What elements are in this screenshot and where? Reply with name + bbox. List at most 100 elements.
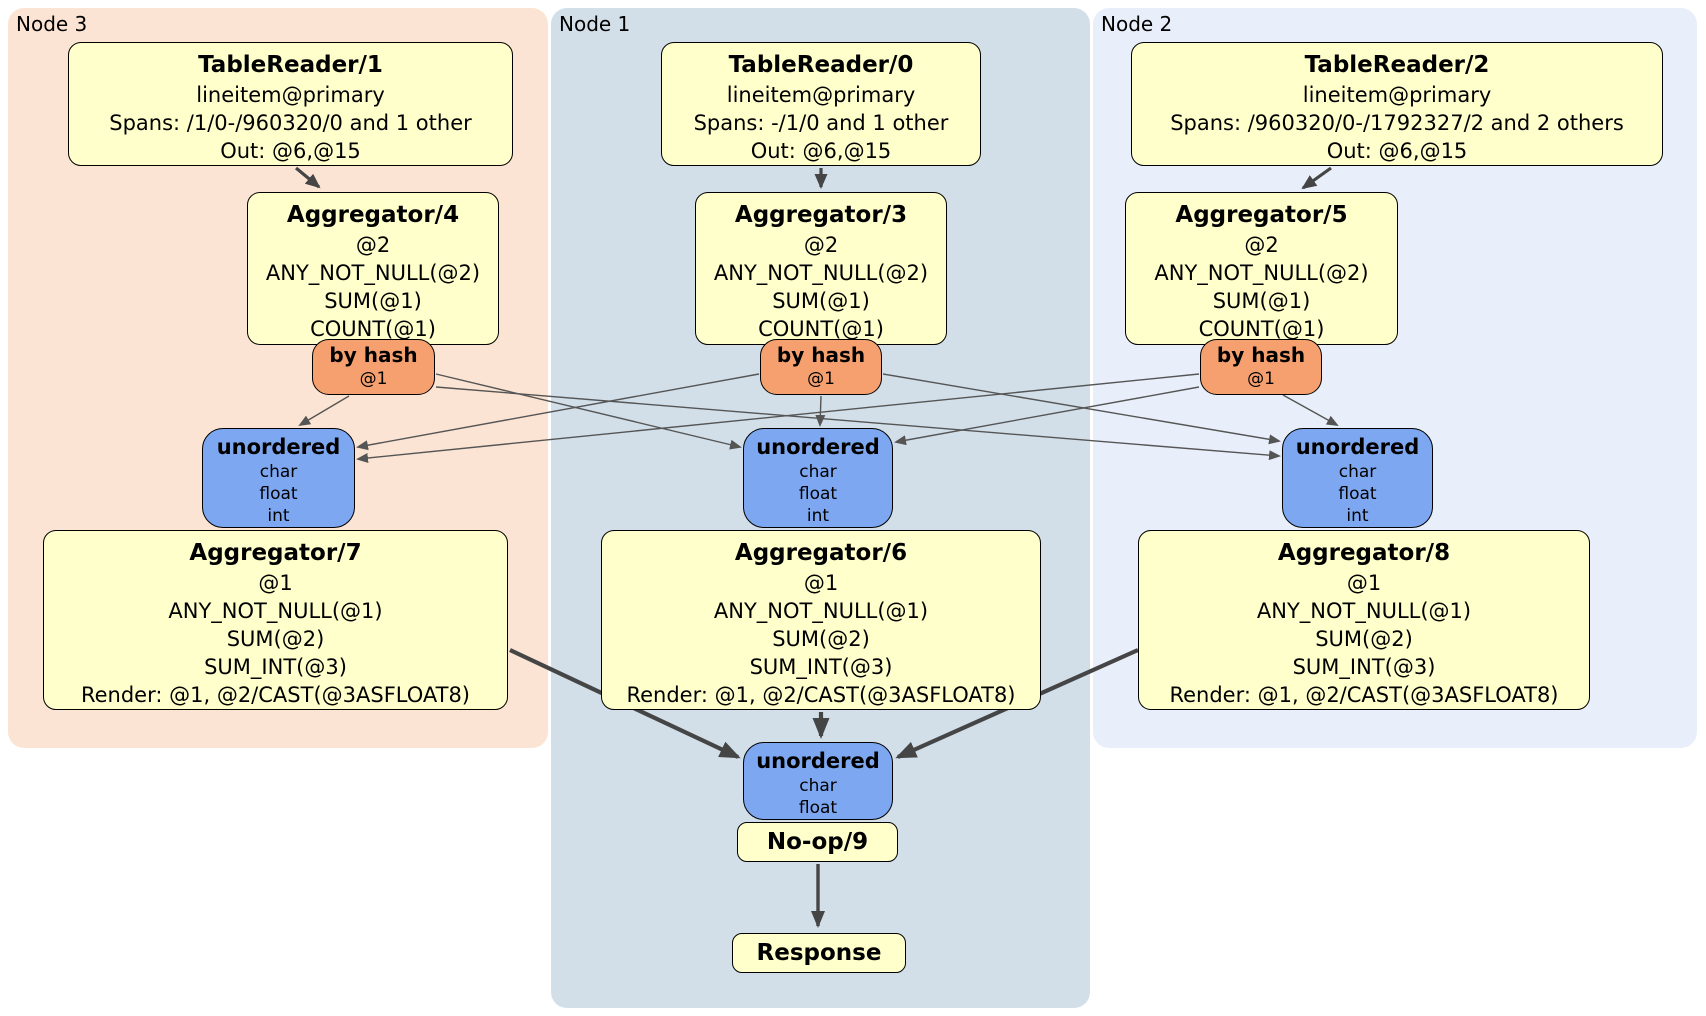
edge-hash1-sync2 <box>882 373 1281 445</box>
processor-detail-line: char <box>799 776 837 796</box>
processor-detail-line: @2 <box>1244 233 1279 257</box>
processor-title: unordered <box>216 435 341 459</box>
processor-detail-line: float <box>798 484 838 504</box>
edge-hash1-sync1 <box>815 395 826 427</box>
processor-detail-line: char <box>1338 462 1377 482</box>
processor-detail-line: @1 <box>1247 369 1275 389</box>
processor-detail-line: ANY_NOT_NULL(@1) <box>168 599 383 623</box>
processor-detail-line: ANY_NOT_NULL(@2) <box>1154 261 1369 285</box>
processor-title: unordered <box>756 749 880 773</box>
processor-detail-line: SUM_INT(@3) <box>204 655 347 679</box>
processor-title: Aggregator/8 <box>1277 540 1451 566</box>
processor-detail-line: Out: @6,@15 <box>220 139 361 163</box>
processor-detail-line: @1 <box>807 369 835 389</box>
processor-detail-line: int <box>1346 506 1369 526</box>
processor-title: TableReader/2 <box>1304 52 1490 78</box>
node-region-label: Node 2 <box>1101 12 1173 36</box>
processor-detail-line: float <box>798 798 838 818</box>
processor-router-hash-node2: by hash@1 <box>1200 339 1322 395</box>
processor-detail-line: Spans: /1/0-/960320/0 and 1 other <box>109 111 472 135</box>
processor-detail-line: int <box>267 506 290 526</box>
processor-detail-line: ANY_NOT_NULL(@2) <box>265 261 481 285</box>
processor-router-hash-node1: by hash@1 <box>760 339 882 395</box>
processor-router-hash-node3: by hash@1 <box>312 339 435 395</box>
edge-tr1-agg4 <box>294 166 321 189</box>
processor-detail-line: SUM_INT(@3) <box>749 655 893 679</box>
edge-hash1-sync3 <box>356 373 760 451</box>
processor-title: TableReader/1 <box>198 52 383 78</box>
processor-detail-line: @1 <box>359 369 388 389</box>
edge-tr2-agg5 <box>1301 166 1332 190</box>
processor-detail-line: SUM(@1) <box>324 289 422 313</box>
processor-detail-line: @2 <box>803 233 839 257</box>
processor-detail-line: SUM(@2) <box>226 627 325 651</box>
processor-detail-line: Spans: -/1/0 and 1 other <box>693 111 949 135</box>
processor-detail-line: ANY_NOT_NULL(@1) <box>713 599 929 623</box>
processor-detail-line: Out: @6,@15 <box>1326 139 1468 163</box>
processor-title: Aggregator/3 <box>734 202 908 228</box>
processor-title: unordered <box>756 435 880 459</box>
processor-detail-line: @2 <box>355 233 391 257</box>
processor-detail-line: ANY_NOT_NULL(@2) <box>713 261 929 285</box>
processor-title: TableReader/0 <box>728 52 914 78</box>
processor-detail-line: Out: @6,@15 <box>750 139 892 163</box>
processor-title: Aggregator/7 <box>189 540 362 566</box>
node-region-label: Node 1 <box>559 12 631 36</box>
edge-hash2-sync3 <box>356 373 1200 463</box>
processor-detail-line: char <box>799 462 837 482</box>
edge-hash3-sync3 <box>298 395 350 427</box>
processor-title: by hash <box>776 343 866 367</box>
processor-detail-line: Render: @1, @2/CAST(@3ASFLOAT8) <box>626 683 1016 707</box>
processor-detail-line: COUNT(@1) <box>758 317 884 341</box>
processor-detail-line: SUM(@1) <box>772 289 870 313</box>
processor-response: Response <box>732 933 906 973</box>
processor-detail-line: @1 <box>1346 571 1382 595</box>
processor-detail-line: @1 <box>803 571 839 595</box>
processor-title: Aggregator/5 <box>1175 202 1348 228</box>
processor-detail-line: SUM(@2) <box>1315 627 1413 651</box>
processor-detail-line: int <box>806 506 830 526</box>
processor-detail-line: COUNT(@1) <box>1198 317 1325 341</box>
processor-title: Aggregator/4 <box>286 202 460 228</box>
processor-detail-line: COUNT(@1) <box>310 317 436 341</box>
processor-detail-line: @1 <box>258 571 293 595</box>
edge-hash3-sync1 <box>435 373 742 450</box>
processor-detail-line: char <box>259 462 298 482</box>
processor-title: unordered <box>1295 435 1420 459</box>
processor-title: Response <box>756 940 882 966</box>
node-region-label: Node 3 <box>16 12 88 36</box>
processor-detail-line: lineitem@primary <box>196 83 385 107</box>
processor-title: Aggregator/6 <box>734 540 908 566</box>
processor-detail-line: Render: @1, @2/CAST(@3ASFLOAT8) <box>1169 683 1559 707</box>
edge-hash2-sync1 <box>894 386 1200 446</box>
processor-detail-line: Spans: /960320/0-/1792327/2 and 2 others <box>1170 111 1624 135</box>
processor-title: No-op/9 <box>766 829 869 855</box>
processor-title: by hash <box>329 343 418 367</box>
processor-detail-line: SUM(@1) <box>1212 289 1311 313</box>
processor-title: by hash <box>1216 343 1306 367</box>
processor-detail-line: SUM_INT(@3) <box>1292 655 1436 679</box>
processor-detail-line: ANY_NOT_NULL(@1) <box>1256 599 1472 623</box>
processor-detail-line: SUM(@2) <box>772 627 870 651</box>
processor-detail-line: Render: @1, @2/CAST(@3ASFLOAT8) <box>80 683 471 707</box>
processor-detail-line: lineitem@primary <box>1302 83 1492 107</box>
edge-hash3-sync2 <box>435 386 1281 461</box>
processor-detail-line: float <box>259 484 298 504</box>
processor-detail-line: float <box>1338 484 1377 504</box>
processor-detail-line: lineitem@primary <box>726 83 916 107</box>
edge-hash2-sync2 <box>1282 394 1339 426</box>
